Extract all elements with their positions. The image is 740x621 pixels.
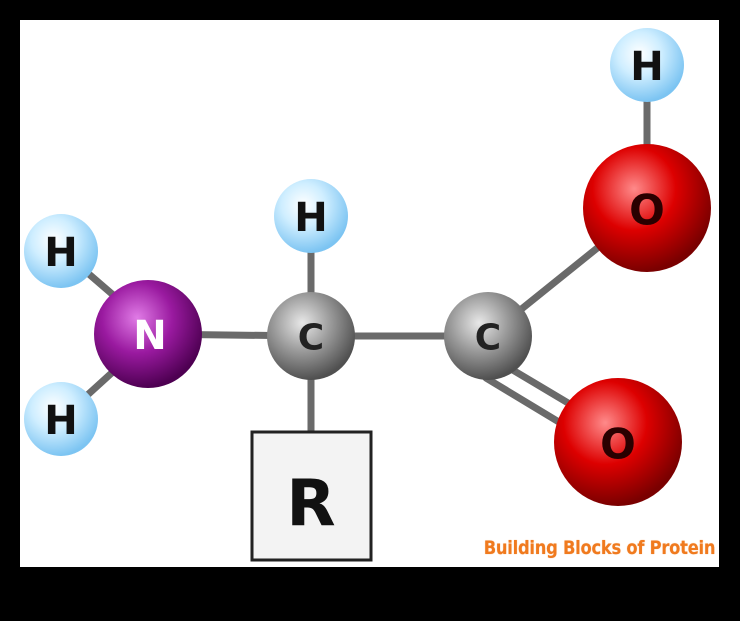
atom-carbon-carboxyl: C xyxy=(444,292,532,380)
atom-oxygen-top: O xyxy=(583,144,711,272)
svg-text:H: H xyxy=(630,44,663,90)
atom-h-left-bottom: H xyxy=(24,382,98,456)
amino-acid-diagram: R H H H H N C C xyxy=(24,28,711,562)
svg-text:O: O xyxy=(600,420,636,469)
r-group-box: R xyxy=(250,430,373,562)
svg-text:H: H xyxy=(44,230,77,276)
atom-h-top-right: H xyxy=(610,28,684,102)
atom-h-mid: H xyxy=(274,179,348,253)
atom-h-left-top: H xyxy=(24,214,98,288)
diagram-panel: R H H H H N C C xyxy=(20,20,719,567)
svg-text:N: N xyxy=(133,313,166,359)
atom-oxygen-bottom: O xyxy=(554,378,682,506)
svg-text:C: C xyxy=(475,318,501,359)
svg-text:O: O xyxy=(629,186,665,235)
r-group-label: R xyxy=(286,467,335,541)
atom-nitrogen: N xyxy=(94,280,202,388)
atom-carbon-alpha: C xyxy=(267,292,355,380)
svg-text:H: H xyxy=(44,398,77,444)
caption: Building Blocks of Protein xyxy=(483,537,715,559)
svg-text:H: H xyxy=(294,195,327,241)
svg-text:C: C xyxy=(298,318,324,359)
